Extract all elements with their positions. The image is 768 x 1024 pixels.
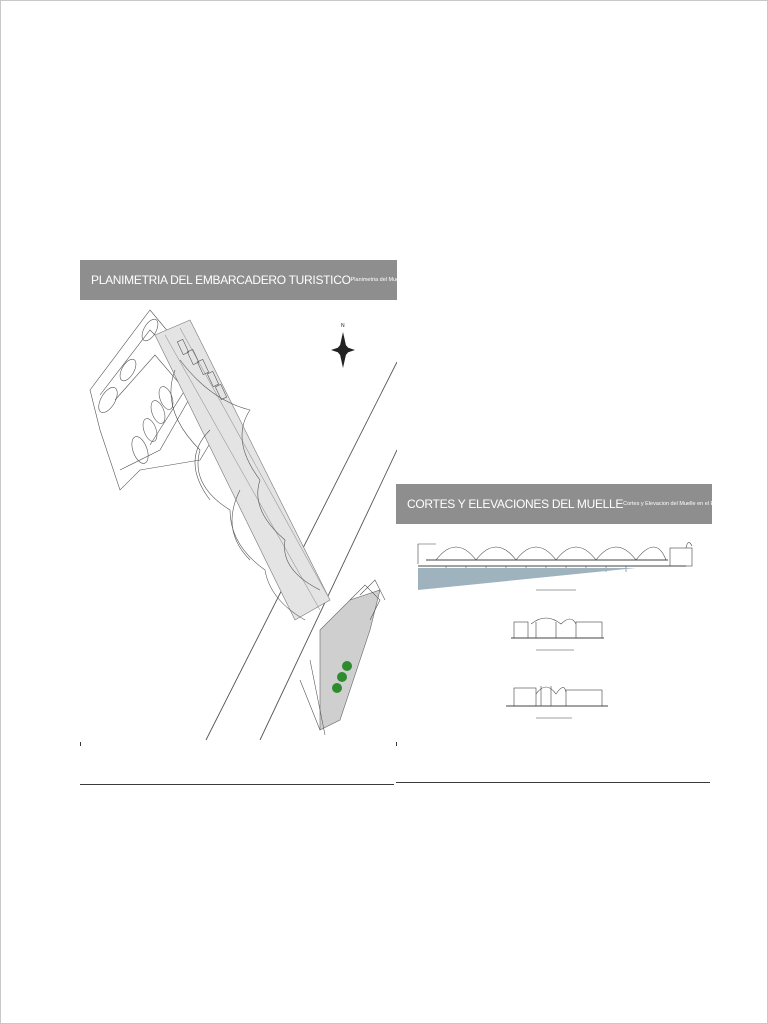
water-area (418, 568, 636, 590)
right-panel-baseline (396, 782, 710, 783)
sections-drawing (417, 542, 693, 719)
sections-title: CORTES Y ELEVACIONES DEL MUELLE (407, 497, 624, 511)
tree-icon (332, 683, 342, 693)
right-tick (396, 742, 397, 746)
planimetry-drawing: N (89, 309, 397, 741)
tree-icon (342, 661, 352, 671)
planimetry-title-bar: PLANIMETRIA DEL EMBARCADERO TURISTICO Pl… (80, 260, 475, 300)
planimetry-title: PLANIMETRIA DEL EMBARCADERO TURISTICO (91, 273, 351, 287)
sections-title-bar: CORTES Y ELEVACIONES DEL MUELLE Cortes y… (396, 484, 766, 524)
left-tick (80, 742, 81, 746)
north-label: N (341, 323, 345, 329)
north-arrow-icon (331, 332, 355, 368)
planimetry-subtitle: Planimetria del Muelle en el Embarcadero… (350, 277, 475, 283)
left-panel-baseline (80, 784, 394, 785)
sections-subtitle: Cortes y Elevacion del Muelle en el Emba… (623, 501, 766, 507)
tree-icon (337, 672, 347, 682)
